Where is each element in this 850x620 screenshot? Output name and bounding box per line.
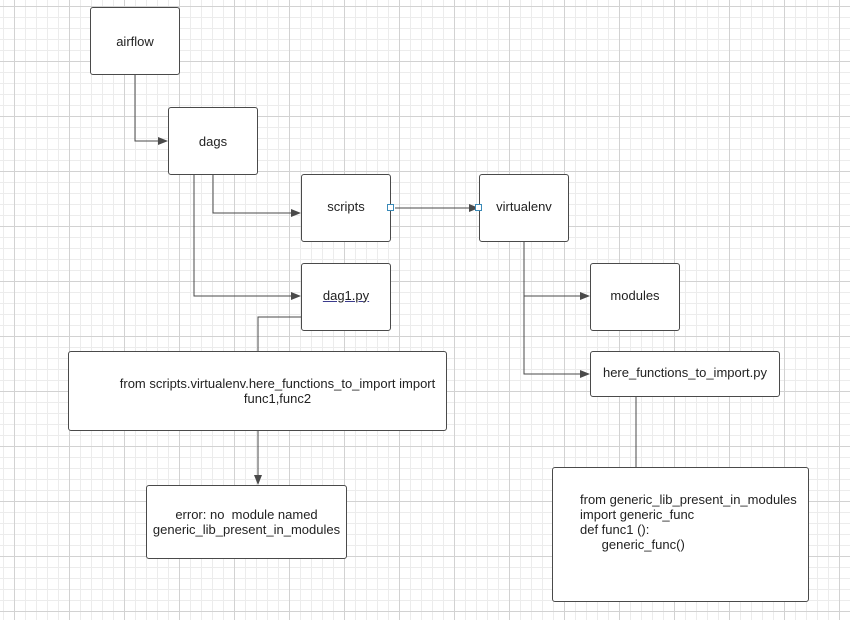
code-text: from generic_lib_present_in_modules impo… xyxy=(580,492,797,552)
modules-node[interactable]: modules xyxy=(590,263,680,331)
dag1-node[interactable]: dag1.py xyxy=(301,263,391,331)
error-node[interactable]: error: no module named generic_lib_prese… xyxy=(146,485,347,559)
modules-label: modules xyxy=(610,287,660,303)
connection-port-scripts[interactable] xyxy=(387,204,394,211)
dags-node[interactable]: dags xyxy=(168,107,258,175)
connection-port-virtualenv[interactable] xyxy=(475,204,482,211)
virtualenv-node[interactable]: virtualenv xyxy=(479,174,569,242)
error-line-1: error: no module named xyxy=(175,507,318,522)
code-line-2: import generic_func xyxy=(580,507,695,522)
connector-dags-dag1 xyxy=(193,174,301,300)
virtualenv-label: virtualenv xyxy=(496,198,552,214)
airflow-label: airflow xyxy=(116,33,154,49)
import-line-2: func1,func2 xyxy=(243,391,312,406)
error-line-2: generic_lib_present_in_modules xyxy=(152,522,341,537)
connector-airflow-dags xyxy=(134,74,168,145)
code-node[interactable]: from generic_lib_present_in_modules impo… xyxy=(552,467,809,602)
import-statement-text: from scripts.virtualenv.here_functions_t… xyxy=(69,376,446,406)
code-line-1: from generic_lib_present_in_modules xyxy=(580,492,797,507)
code-line-3: def func1 (): xyxy=(580,522,650,537)
connector-virtualenv-here-functions xyxy=(523,240,590,378)
import-line-1: from scripts.virtualenv.here_functions_t… xyxy=(119,376,436,391)
airflow-node[interactable]: airflow xyxy=(90,7,180,75)
connector-dags-scripts xyxy=(212,174,301,217)
connector-virtualenv-modules xyxy=(523,240,590,300)
dags-label: dags xyxy=(198,133,228,149)
dag1-label: dag1.py xyxy=(322,287,370,303)
code-line-4: generic_func() xyxy=(580,537,685,552)
scripts-label: scripts xyxy=(327,198,365,214)
connector-dag1-import xyxy=(257,316,301,352)
error-text: error: no module named generic_lib_prese… xyxy=(147,507,346,537)
here-functions-label: here_functions_to_import.py xyxy=(602,364,768,380)
scripts-node[interactable]: scripts xyxy=(301,174,391,242)
import-statement-node[interactable]: from scripts.virtualenv.here_functions_t… xyxy=(68,351,447,431)
here-functions-node[interactable]: here_functions_to_import.py xyxy=(590,351,780,397)
